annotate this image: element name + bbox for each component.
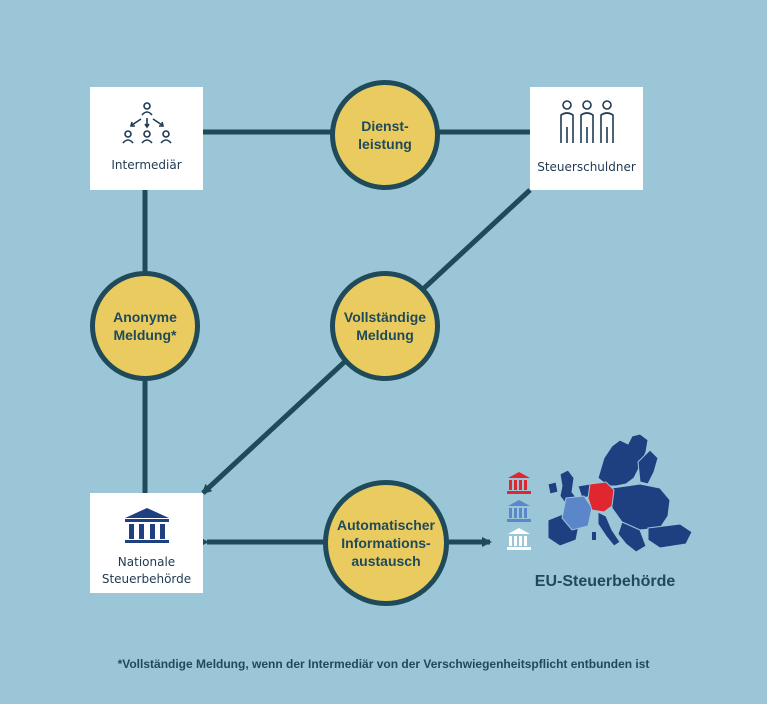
- map-france: [561, 495, 593, 531]
- footnote: *Vollständige Meldung, wenn der Intermed…: [117, 657, 650, 671]
- nationale-steuerbehoerde-box: Nationale Steuerbehörde: [90, 493, 203, 593]
- map-east: [611, 483, 671, 531]
- eu-steuerbehoerde-label: EU-Steuerbehörde: [534, 573, 676, 590]
- bank-icon-red: [507, 472, 531, 494]
- bank-building-icon: [124, 508, 169, 543]
- intermediaer-box: Intermediär: [90, 87, 203, 190]
- map-balkans: [617, 521, 647, 553]
- steuerschuldner-box: Steuerschuldner: [530, 87, 643, 190]
- map-finland-baltics: [637, 449, 659, 485]
- map-turkey: [647, 523, 693, 549]
- anonyme-meldung-label: Anonyme Meldung*: [113, 308, 177, 343]
- node-dienstleistung: Dienst- leistung: [330, 80, 440, 190]
- map-scandinavia: [597, 433, 649, 487]
- map-corsica: [592, 532, 596, 540]
- node-anonyme-meldung: Anonyme Meldung*: [90, 271, 200, 381]
- map-italy: [597, 511, 621, 547]
- dienstleistung-label: Dienst- leistung: [358, 117, 412, 152]
- map-ireland: [547, 481, 559, 495]
- intermediaer-label: Intermediär: [111, 158, 182, 172]
- automatischer-informationsaustausch-label: Automatischer Informations- austausch: [336, 516, 436, 570]
- steuerschuldner-label: Steuerschuldner: [537, 160, 636, 174]
- node-vollstaendige-meldung: Vollständige Meldung: [330, 271, 440, 381]
- node-automatischer-informationsaustausch: Automatischer Informations- austausch: [323, 480, 449, 606]
- bank-icon-white: [507, 528, 531, 550]
- people-network-icon: [121, 102, 172, 144]
- map-germany: [587, 481, 615, 513]
- vollstaendige-meldung-label: Vollständige Meldung: [343, 308, 427, 343]
- three-persons-icon: [559, 100, 614, 143]
- bank-icon-lightblue: [507, 500, 531, 522]
- nationale-steuerbehoerde-label: Nationale Steuerbehörde: [101, 555, 192, 587]
- eu-map: [547, 433, 693, 553]
